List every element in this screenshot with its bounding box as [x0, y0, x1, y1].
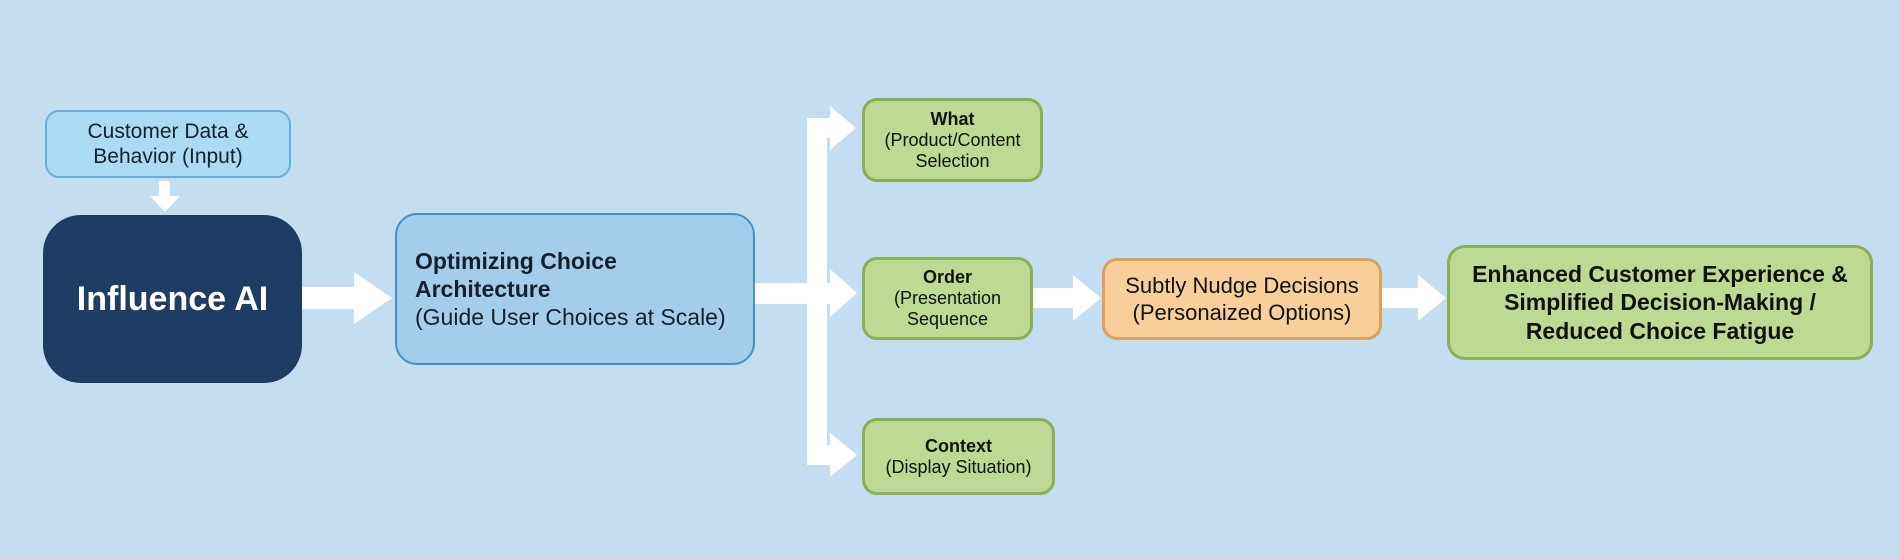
arrow-right-head-icon	[830, 433, 857, 477]
node-customer-data-input: Customer Data & Behavior (Input)	[45, 110, 291, 178]
customer-input-line1: Customer Data &	[87, 120, 249, 143]
choice-architecture-subtitle: (Guide User Choices at Scale)	[415, 304, 726, 330]
influence-ai-label: Influence AI	[76, 279, 269, 318]
node-context-situation: Context (Display Situation)	[862, 418, 1055, 495]
node-subtly-nudge-decisions: Subtly Nudge Decisions (Personaized Opti…	[1102, 258, 1382, 340]
customer-input-line2: Behavior (Input)	[93, 145, 243, 168]
what-title: What	[930, 108, 975, 129]
context-title: Context	[925, 435, 992, 456]
arrow-right-head-icon	[1073, 275, 1101, 321]
choice-architecture-title1: Optimizing Choice	[415, 248, 617, 274]
node-optimizing-choice-architecture: Optimizing Choice Architecture (Guide Us…	[395, 213, 755, 365]
what-sub1: (Product/Content	[884, 129, 1021, 150]
nudge-line1: Subtly Nudge Decisions	[1125, 273, 1359, 298]
node-enhanced-experience-outcome: Enhanced Customer Experience & Simplifie…	[1447, 245, 1873, 360]
arrow-down-customer-to-influence-icon	[159, 181, 170, 196]
choice-architecture-title2: Architecture	[415, 276, 551, 302]
arrow-down-head-icon	[150, 196, 180, 212]
arrow-right-nudge-to-outcome-icon	[1382, 288, 1418, 308]
arrow-right-head-icon	[354, 272, 392, 324]
node-what-selection: What (Product/Content Selection	[862, 98, 1043, 182]
outcome-line1: Enhanced Customer Experience &	[1472, 260, 1848, 287]
what-sub2: Selection	[915, 150, 990, 171]
order-title: Order	[922, 267, 973, 287]
context-sub1: (Display Situation)	[885, 456, 1032, 477]
branch-trunk-connector-icon	[807, 118, 827, 465]
arrow-right-order-to-nudge-icon	[1033, 288, 1073, 308]
branch-bottom-to-context-icon	[807, 445, 832, 465]
arrow-right-head-icon	[830, 106, 856, 150]
branch-top-to-what-icon	[807, 118, 832, 138]
node-order-sequence: Order (Presentation Sequence	[862, 257, 1033, 340]
nudge-line2: (Personaized Options)	[1132, 300, 1352, 325]
arrow-right-influence-to-choice-icon	[302, 287, 354, 309]
arrow-right-head-icon	[1418, 275, 1446, 321]
outcome-line2: Simplified Decision-Making /	[1504, 289, 1816, 316]
order-sub2: Sequence	[906, 309, 989, 329]
order-sub1: (Presentation	[893, 288, 1002, 308]
node-influence-ai: Influence AI	[43, 215, 302, 383]
outcome-line3: Reduced Choice Fatigue	[1525, 317, 1795, 344]
arrow-right-head-icon	[830, 269, 857, 317]
